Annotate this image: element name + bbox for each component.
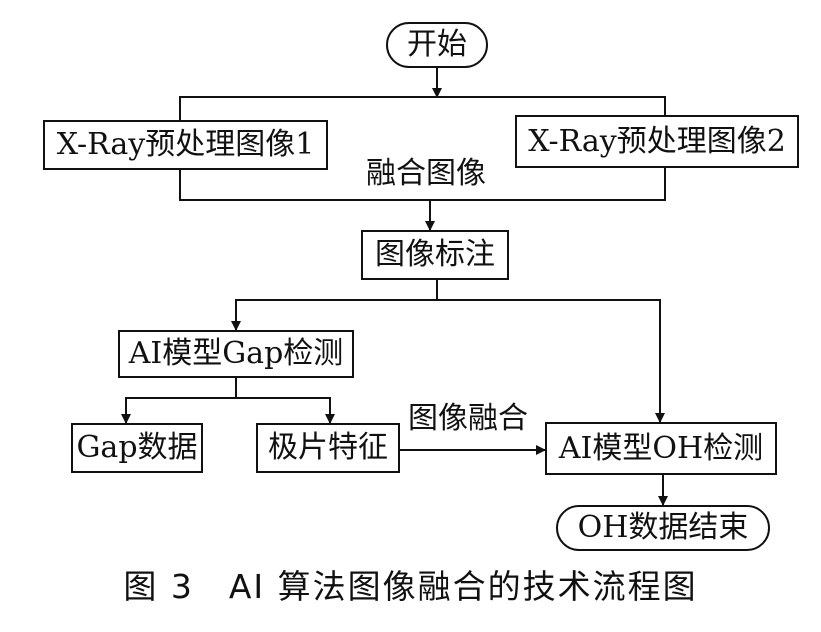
edge-top-bus <box>179 96 666 130</box>
edge-to-electrode <box>236 397 335 424</box>
image-annotation-node: 图像标注 <box>361 230 509 280</box>
ai-oh-detection-node: AI模型OH检测 <box>545 422 777 475</box>
figure-caption: 图 3 AI 算法图像融合的技术流程图 <box>123 567 698 606</box>
electrode-feature-node: 极片特征 <box>256 423 400 473</box>
image-fusion-label: 图像融合 <box>408 401 528 436</box>
ai-oh-detection-label: AI模型OH检测 <box>558 430 764 466</box>
gap-data-label: Gap数据 <box>76 430 198 465</box>
edge-bottom-bus <box>179 165 666 201</box>
edge-to-gap-detect <box>231 299 437 331</box>
xray-image-1-label: X-Ray预处理图像1 <box>56 127 315 162</box>
start-node: 开始 <box>386 22 488 68</box>
end-node: OH数据结束 <box>556 505 770 551</box>
ai-gap-detection-node: AI模型Gap检测 <box>118 330 354 378</box>
start-label: 开始 <box>407 27 467 62</box>
end-label: OH数据结束 <box>577 510 749 545</box>
xray-image-2-node: X-Ray预处理图像2 <box>515 115 799 168</box>
edge-to-gap-data <box>121 397 236 424</box>
xray-image-1-node: X-Ray预处理图像1 <box>43 120 328 170</box>
ai-gap-detection-label: AI模型Gap检测 <box>128 336 344 371</box>
gap-data-node: Gap数据 <box>71 423 203 473</box>
xray-image-2-label: X-Ray预处理图像2 <box>528 123 786 159</box>
electrode-feature-label: 极片特征 <box>268 430 388 465</box>
fuse-images-label: 融合图像 <box>366 156 486 191</box>
edge-to-oh-detect <box>437 299 665 423</box>
image-annotation-label: 图像标注 <box>375 237 495 272</box>
